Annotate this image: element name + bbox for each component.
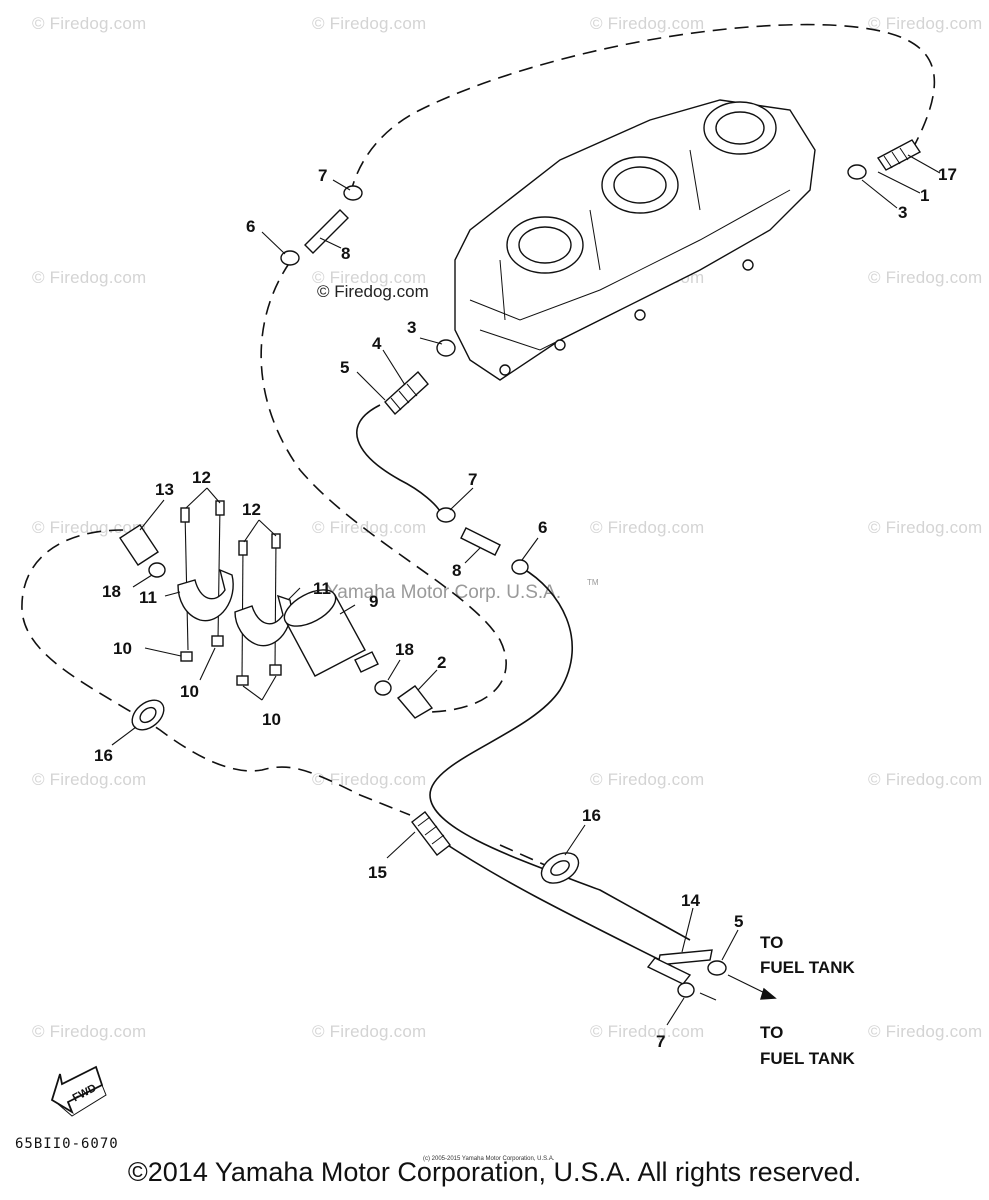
callout-10-middle: 10 xyxy=(180,682,199,701)
callout-12-left: 12 xyxy=(192,468,211,487)
firedog-watermark: © Firedog.com xyxy=(868,770,983,789)
callout-16-left: 16 xyxy=(94,746,113,765)
firedog-watermark: © Firedog.com xyxy=(590,14,705,33)
callout-10-right: 10 xyxy=(262,710,281,729)
firedog-watermark: © Firedog.com xyxy=(312,268,427,287)
grommet-16-right xyxy=(540,852,580,884)
fitting-8-upper xyxy=(304,209,349,254)
callout-10-left: 10 xyxy=(113,639,132,658)
firedog-watermark: © Firedog.com xyxy=(32,268,147,287)
callout-5-lower: 5 xyxy=(734,912,743,931)
spring-15 xyxy=(411,811,451,856)
fuel-hoses xyxy=(21,23,936,969)
footer-copyright: ©2014 Yamaha Motor Corporation, U.S.A. A… xyxy=(127,1157,862,1187)
tank-pipes-14 xyxy=(646,949,713,985)
callout-9: 9 xyxy=(369,592,378,611)
firedog-watermark: © Firedog.com xyxy=(590,518,705,537)
firedog-watermark: © Firedog.com xyxy=(868,14,983,33)
callout-18-right: 18 xyxy=(395,640,414,659)
firedog-watermark: © Firedog.com xyxy=(590,1022,705,1041)
small-copyright: (c) 2005-2015 Yamaha Motor Corporation, … xyxy=(423,1156,555,1162)
callout-7-lower: 7 xyxy=(656,1032,665,1051)
firedog-watermark: © Firedog.com xyxy=(312,1022,427,1041)
callout-5-upper: 5 xyxy=(340,358,349,377)
firedog-watermark: © Firedog.com xyxy=(868,518,983,537)
trademark-mark: TM xyxy=(587,578,599,587)
firedog-watermark: © Firedog.com xyxy=(32,14,147,33)
firedog-watermark: © Firedog.com xyxy=(32,1022,147,1041)
firedog-watermark: © Firedog.com xyxy=(312,14,427,33)
forward-arrow-icon: FWD xyxy=(50,1065,107,1117)
hose-stub-2 xyxy=(396,685,434,719)
hose-left-long xyxy=(260,261,507,713)
callout-15: 15 xyxy=(368,863,387,882)
clamp-3-upper xyxy=(847,164,867,180)
clamp-7-lower xyxy=(677,982,695,998)
callout-7-upper: 7 xyxy=(318,166,327,185)
nuts-10 xyxy=(180,635,282,686)
hose-to-tank-lower xyxy=(499,844,546,866)
clamp-3-middle xyxy=(436,339,456,357)
bracket-11-right xyxy=(234,594,292,647)
callout-6-middle: 6 xyxy=(538,518,547,537)
clamp-18-left xyxy=(148,562,166,578)
spring-protector-17 xyxy=(876,139,922,171)
clamp-6-upper xyxy=(280,250,300,266)
callout-17: 17 xyxy=(938,165,957,184)
clamp-18-right xyxy=(374,680,392,696)
dest-upper-line2: FUEL TANK xyxy=(760,958,855,977)
firedog-watermark: © Firedog.com xyxy=(32,518,147,537)
center-watermark: © Firedog.com xyxy=(317,282,429,301)
callout-11-left: 11 xyxy=(139,588,157,607)
callout-4: 4 xyxy=(372,334,382,353)
grommet-16-left xyxy=(131,699,165,731)
callout-11-right: 11 xyxy=(313,579,331,598)
callout-18-left: 18 xyxy=(102,582,121,601)
firedog-watermark: © Firedog.com xyxy=(312,770,427,789)
hose-middle xyxy=(356,404,443,516)
dest-lower-line1: TO xyxy=(760,1023,783,1042)
fuel-filter-9 xyxy=(283,589,379,677)
callout-14: 14 xyxy=(681,891,700,910)
dest-upper-line1: TO xyxy=(760,933,783,952)
clamp-6-middle xyxy=(511,559,529,575)
callout-12-right: 12 xyxy=(242,500,261,519)
firedog-watermark: © Firedog.com xyxy=(32,770,147,789)
callout-7-middle: 7 xyxy=(468,470,477,489)
hose-upper-loop xyxy=(351,23,936,189)
hose-to-tank-upper xyxy=(439,839,676,969)
hose-stub-13 xyxy=(119,524,159,566)
manufacturer-watermark: Yamaha Motor Corp. U.S.A. xyxy=(326,582,561,604)
dest-lower-line2: FUEL TANK xyxy=(760,1049,855,1068)
callout-6-upper: 6 xyxy=(246,217,255,236)
hose-lower-left-loop xyxy=(21,529,411,816)
diagram-code: 65BII0-6070 xyxy=(15,1136,119,1152)
callout-8-upper: 8 xyxy=(341,244,350,263)
callout-3-middle: 3 xyxy=(407,318,416,337)
engine-carburetor-block xyxy=(454,99,816,381)
callout-2: 2 xyxy=(437,653,446,672)
parts xyxy=(119,139,922,1001)
destination-labels: TO FUEL TANK TO FUEL TANK xyxy=(760,933,855,1068)
fitting-8-middle xyxy=(460,527,501,556)
callout-8-middle: 8 xyxy=(452,561,461,580)
spring-4 xyxy=(384,370,429,416)
bracket-11-left xyxy=(177,568,234,622)
firedog-watermark: © Firedog.com xyxy=(868,268,983,287)
callout-16-right: 16 xyxy=(582,806,601,825)
firedog-watermark: © Firedog.com xyxy=(312,518,427,537)
hose-right-sweep xyxy=(429,567,691,941)
manufacturer-watermark-text: Yamaha Motor Corp. U.S.A. xyxy=(326,582,562,603)
callout-3-upper: 3 xyxy=(898,203,907,222)
callout-13: 13 xyxy=(155,480,174,499)
firedog-watermark: © Firedog.com xyxy=(868,1022,983,1041)
leader-lines xyxy=(111,154,941,1026)
callout-1: 1 xyxy=(920,186,929,205)
clamp-7-middle xyxy=(436,507,456,523)
firedog-watermark: © Firedog.com xyxy=(590,770,705,789)
clamp-5-lower xyxy=(707,960,727,976)
callout-numbers: 17 1 3 7 8 6 3 4 5 13 12 12 7 6 8 18 11 … xyxy=(94,165,957,1051)
